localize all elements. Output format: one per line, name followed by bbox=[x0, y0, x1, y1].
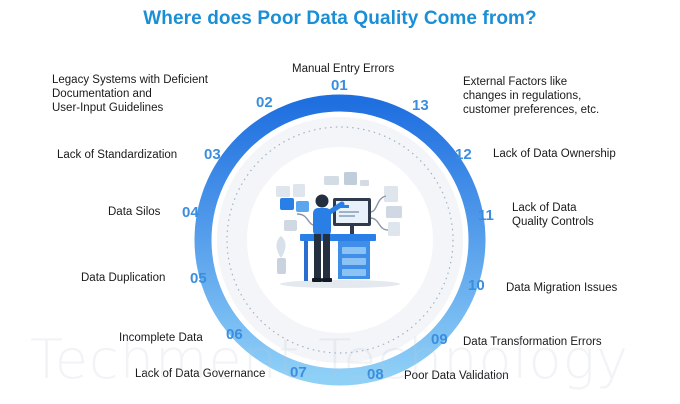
cause-label-line: changes in regulations, bbox=[463, 90, 582, 102]
cause-label: Lack of Data Governance bbox=[135, 368, 266, 380]
outer-ring bbox=[194, 94, 486, 386]
cause-number: 13 bbox=[412, 97, 429, 114]
cause-number: 07 bbox=[290, 364, 307, 381]
cause-number: 03 bbox=[204, 146, 221, 163]
cause-label-line: customer preferences, etc. bbox=[463, 104, 600, 116]
cause-label: Data Silos bbox=[108, 206, 161, 218]
cause-number: 04 bbox=[182, 204, 199, 221]
cause-label-line: External Factors like bbox=[463, 76, 568, 88]
cause-label-line: Legacy Systems with Deficient bbox=[52, 74, 208, 86]
cause-label: External Factors like changes in regulati… bbox=[463, 75, 599, 117]
watermark: Techment Technology bbox=[30, 328, 629, 391]
cause-number: 06 bbox=[226, 326, 243, 343]
cause-number: 02 bbox=[256, 94, 273, 111]
cause-label: Lack of Standardization bbox=[57, 149, 178, 161]
cause-label: Lack of Data Ownership bbox=[493, 148, 616, 160]
cause-label: Data Duplication bbox=[81, 272, 166, 284]
cause-number: 08 bbox=[367, 366, 384, 383]
cause-label-line: Lack of Data bbox=[512, 202, 577, 214]
cause-label-line: Quality Controls bbox=[512, 216, 594, 228]
cause-number: 11 bbox=[478, 207, 494, 224]
cause-label: Incomplete Data bbox=[119, 332, 203, 344]
cause-label: Data Transformation Errors bbox=[463, 336, 602, 348]
analyst-illustration bbox=[276, 172, 402, 288]
cause-label: Manual Entry Errors bbox=[292, 63, 395, 75]
cause-number: 10 bbox=[468, 277, 485, 294]
dotted-ring bbox=[226, 126, 454, 354]
cause-label: Poor Data Validation bbox=[404, 370, 509, 382]
cause-number: 05 bbox=[190, 270, 207, 287]
cause-number: 09 bbox=[431, 331, 448, 348]
cause-label-line: User-Input Guidelines bbox=[52, 102, 164, 114]
cause-label-line: Documentation and bbox=[52, 88, 152, 100]
cause-number: 12 bbox=[455, 146, 472, 163]
cause-label: Data Migration Issues bbox=[506, 282, 618, 294]
cause-number: 01 bbox=[331, 77, 348, 94]
page-title: Where does Poor Data Quality Come from? bbox=[143, 8, 537, 29]
